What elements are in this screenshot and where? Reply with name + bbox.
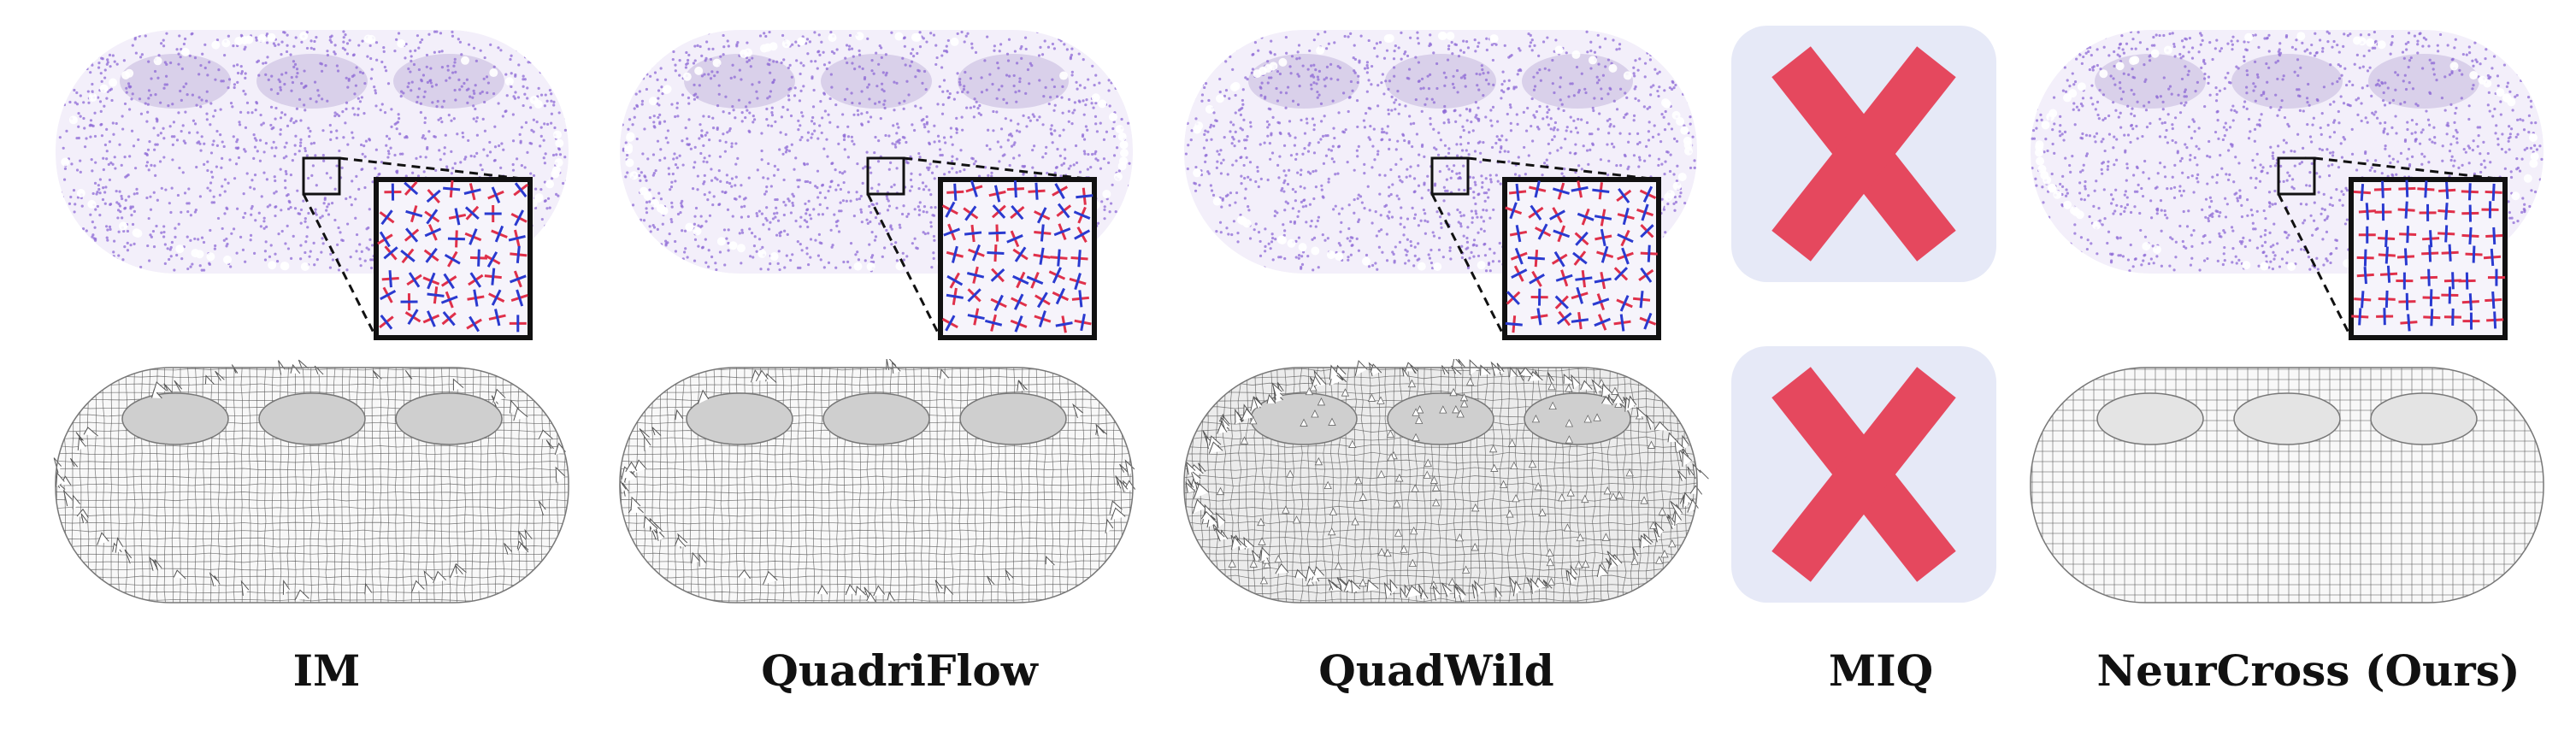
quadwild-quadmesh-panel (1176, 359, 1710, 615)
miq-quadmesh-failure (1731, 346, 1996, 603)
neurcross-quadmesh-panel (2022, 359, 2556, 615)
method-label-quadwild: QuadWild (1318, 645, 1554, 696)
x-mark-icon (1771, 367, 1956, 582)
method-label-im: IM (292, 645, 361, 696)
quadriflow-quadmesh-panel (611, 359, 1146, 615)
quadriflow-crossfield-render (620, 30, 1133, 340)
im-crossfield-panel (47, 21, 581, 355)
quadwild-crossfield-render (1184, 30, 1697, 340)
quadwild-crossfield-panel (1176, 21, 1710, 355)
im-quadmesh-panel (47, 359, 581, 615)
miq-crossfield-failure (1731, 26, 1996, 282)
neurcross-crossfield-panel (2022, 21, 2556, 355)
im-crossfield-render (56, 30, 569, 340)
method-label-neurcross: NeurCross (Ours) (2096, 645, 2520, 696)
im-quadmesh-render (53, 359, 569, 603)
quadwild-quadmesh-render (1183, 359, 1709, 603)
method-label-miq: MIQ (1828, 645, 1934, 696)
x-mark-icon (1771, 46, 1956, 262)
quadriflow-quadmesh-render (619, 359, 1136, 603)
neurcross-crossfield-render (2031, 30, 2544, 340)
quadriflow-crossfield-panel (611, 21, 1146, 355)
neurcross-quadmesh-render (2030, 367, 2544, 603)
method-label-quadriflow: QuadriFlow (761, 645, 1038, 696)
